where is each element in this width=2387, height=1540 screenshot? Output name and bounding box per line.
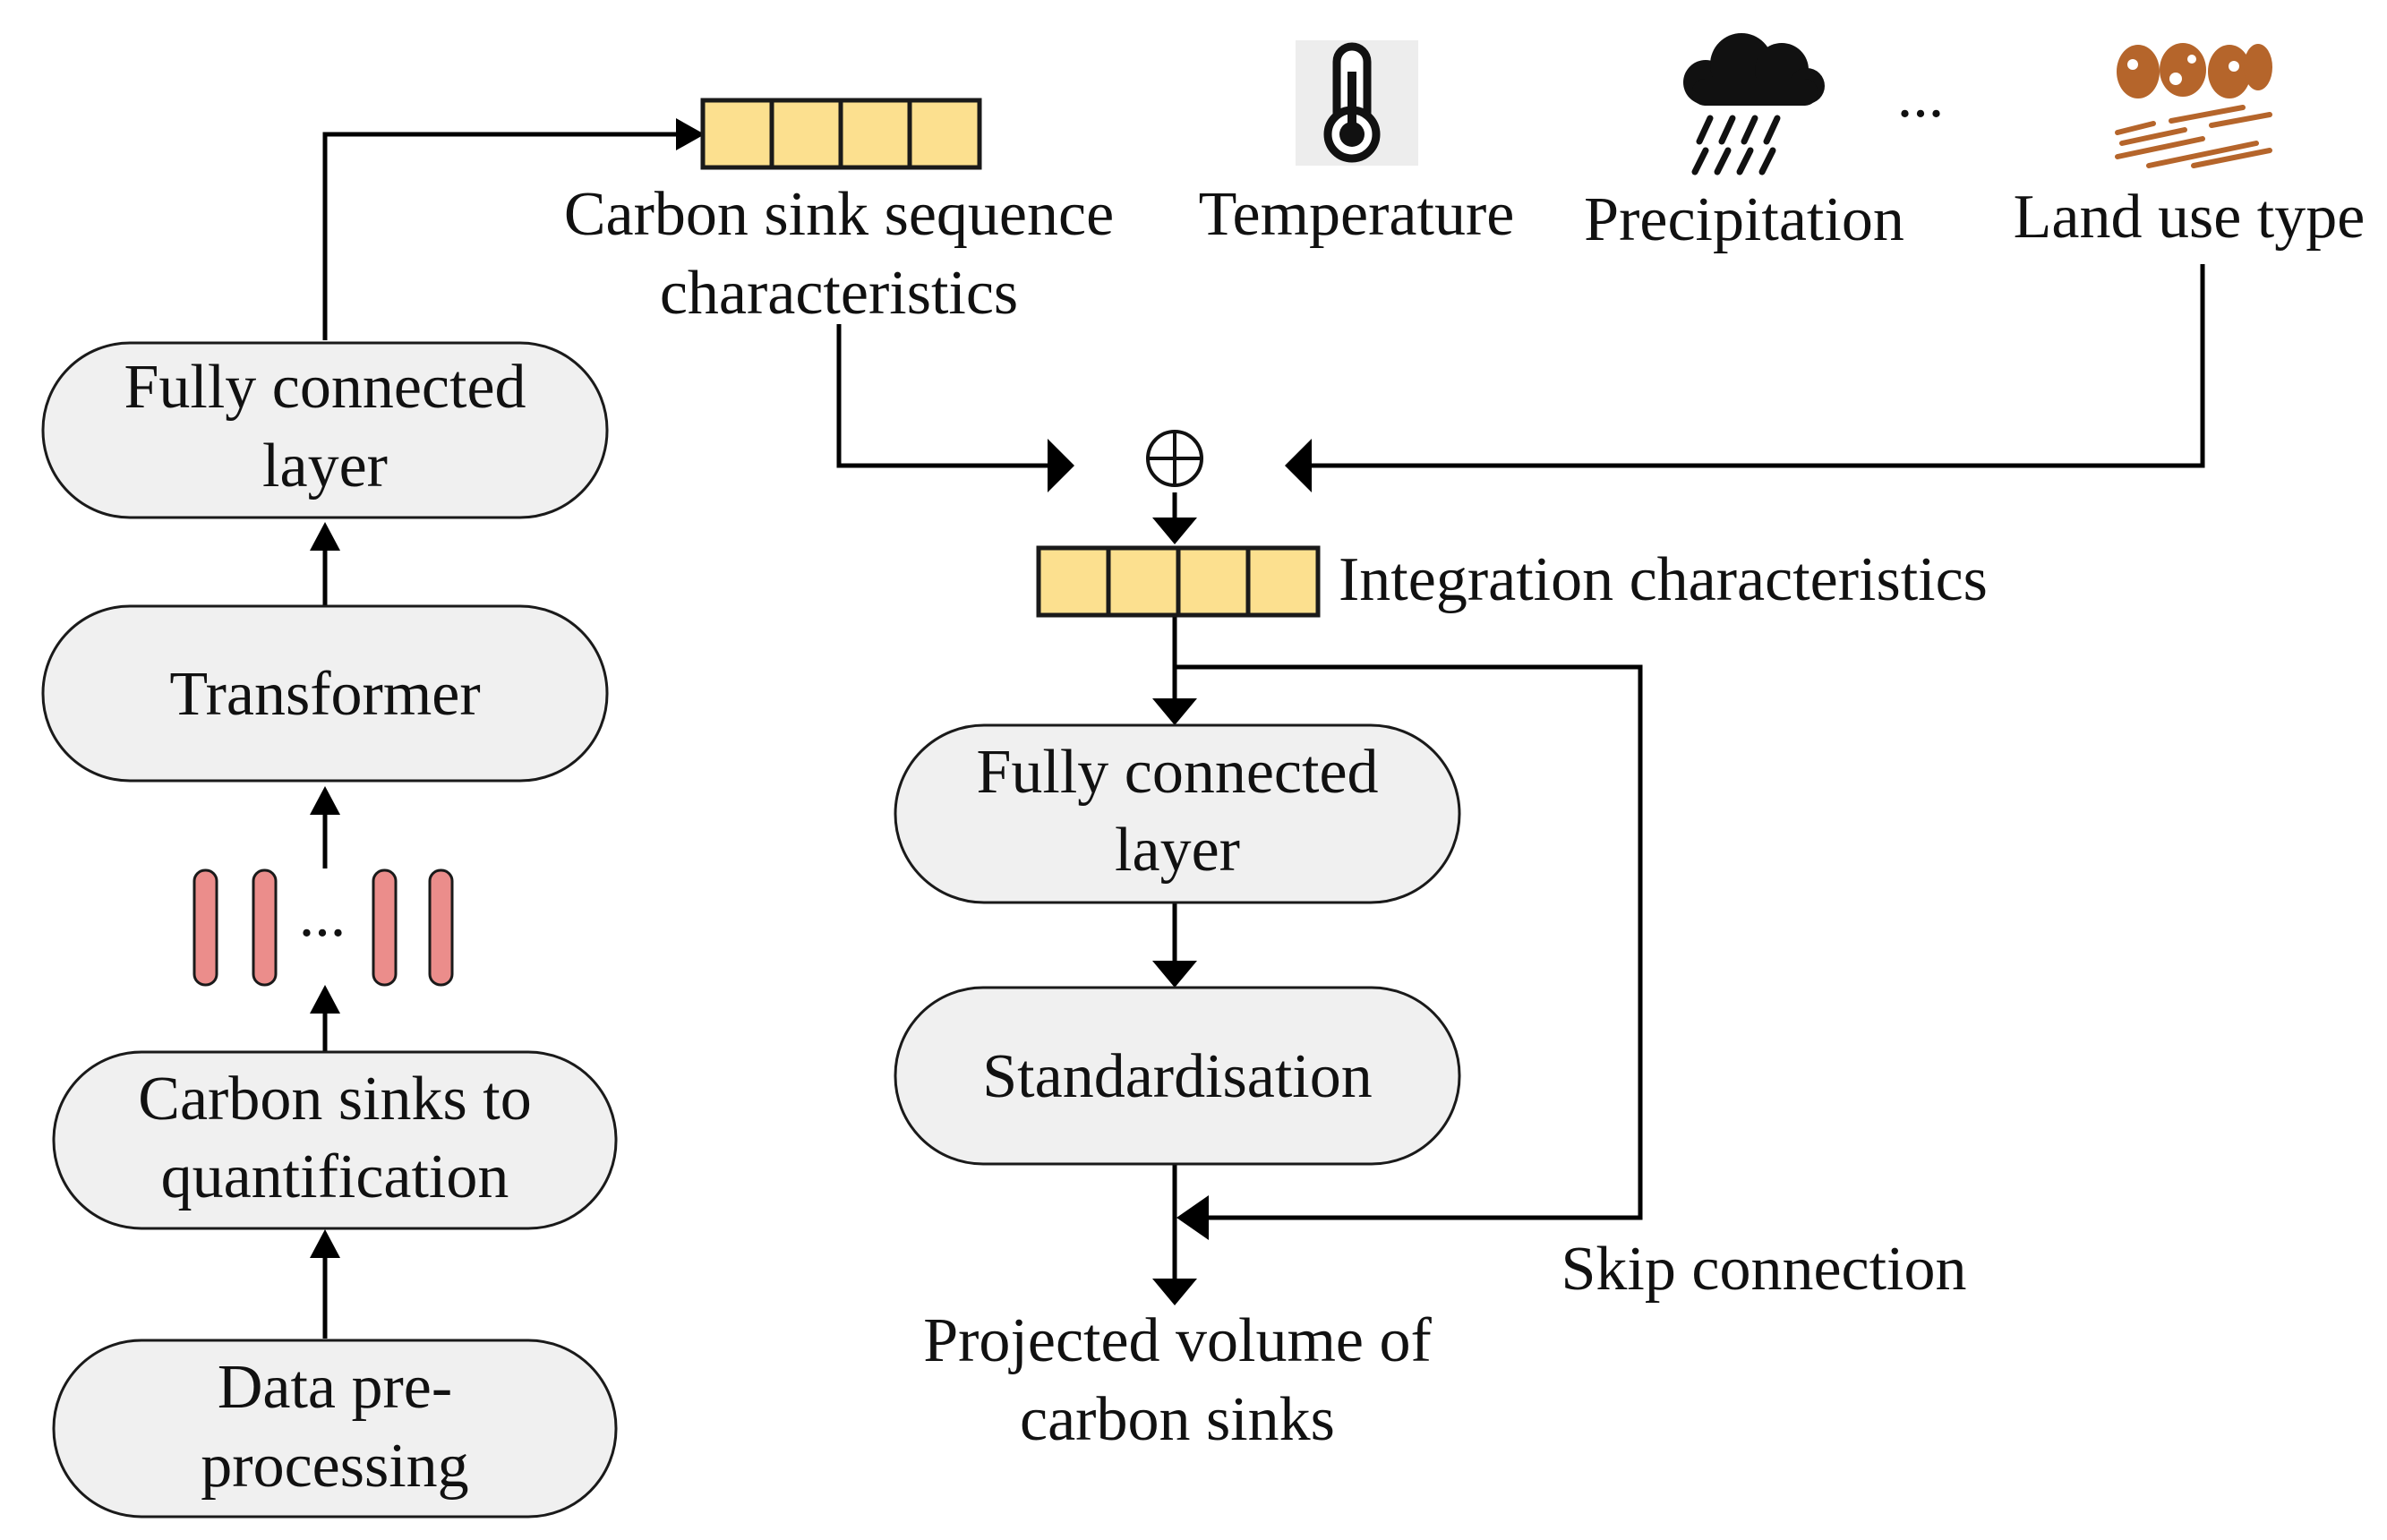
sequence-features-line2: characteristics — [660, 259, 1018, 328]
arrowhead-down-1 — [1152, 518, 1197, 544]
token-2 — [252, 868, 278, 987]
rain-cloud-icon-cloud — [1683, 33, 1825, 106]
node-quantification-shape — [52, 1050, 618, 1230]
token-1 — [192, 868, 218, 987]
preprocessing-line2: processing — [201, 1432, 468, 1501]
transformer-label: Transformer — [169, 660, 480, 729]
node-standardisation: Standardisation — [894, 986, 1461, 1166]
fc-right-line2: layer — [1115, 816, 1240, 885]
node-fc-layer-left-shape — [41, 341, 609, 519]
fc-left-line1: Fully connected — [124, 353, 526, 422]
arrowhead-up-1 — [310, 1229, 340, 1258]
integration-cell-4 — [1245, 545, 1321, 618]
arrowhead-down-3 — [1152, 961, 1197, 988]
output-line1: Projected volume of — [923, 1306, 1432, 1375]
integration-feature-vector — [1036, 545, 1321, 618]
preprocessing-line1: Data pre- — [218, 1353, 452, 1422]
thermometer-icon — [1296, 40, 1418, 166]
token-4 — [428, 868, 454, 987]
quantification-line2: quantification — [161, 1142, 509, 1211]
node-fc-layer-right-shape — [894, 723, 1461, 904]
node-fc-layer-right: Fully connected layer — [894, 723, 1461, 904]
integration-cell-3 — [1176, 545, 1251, 618]
rain-cloud-icon — [1683, 33, 1825, 175]
arrowhead-up-4 — [310, 522, 340, 551]
rain-cloud-icon-drops — [1691, 115, 1781, 175]
node-standardisation-shape — [894, 986, 1461, 1166]
precipitation-label: Precipitation — [1584, 185, 1904, 254]
edge-sequence-to-concat — [836, 324, 1048, 468]
sequence-feature-vector — [700, 98, 982, 170]
concat-operator — [1146, 430, 1203, 487]
land-use-label: Land use type — [2014, 183, 2366, 252]
more-features-ellipsis: ... — [1897, 62, 1945, 131]
standardisation-label: Standardisation — [982, 1042, 1372, 1111]
land-use-texture-icon — [2115, 43, 2272, 168]
arrowhead-left-skip — [1176, 1195, 1209, 1240]
node-preprocessing-shape — [52, 1339, 618, 1519]
token-ellipsis: ... — [299, 881, 346, 950]
integration-label: Integration characteristics — [1339, 545, 1988, 614]
arrowhead-right-2 — [1048, 439, 1074, 492]
arrowhead-down-4 — [1152, 1279, 1197, 1305]
thermometer-icon-column — [1348, 72, 1356, 133]
arrowhead-down-2 — [1152, 698, 1197, 725]
sequence-cell-4 — [907, 98, 982, 170]
node-transformer: Transformer — [41, 604, 609, 783]
integration-cell-1 — [1036, 545, 1111, 618]
sequence-cell-2 — [769, 98, 843, 170]
node-quantification: Carbon sinks to quantification — [52, 1050, 618, 1230]
edges — [310, 118, 2205, 1339]
arrowhead-up-2 — [310, 985, 340, 1014]
quantification-line1: Carbon sinks to — [138, 1065, 531, 1134]
sequence-cell-3 — [838, 98, 912, 170]
edge-fc-to-sequence — [322, 132, 676, 340]
node-transformer-shape — [41, 604, 609, 783]
node-preprocessing: Data pre- processing — [52, 1339, 618, 1519]
output-line2: carbon sinks — [1020, 1385, 1335, 1454]
land-use-texture-icon-rows — [2115, 105, 2272, 168]
skip-connection-label: Skip connection — [1561, 1235, 1967, 1304]
sequence-features-line1: Carbon sink sequence — [564, 180, 1114, 249]
fc-right-line1: Fully connected — [976, 738, 1378, 807]
thermometer-icon-fill — [1339, 122, 1365, 147]
token-sequence: ... — [192, 868, 454, 987]
fc-left-line2: layer — [262, 432, 388, 500]
edge-landuse-to-concat — [1312, 264, 2205, 468]
arrowhead-left-1 — [1285, 439, 1312, 492]
node-fc-layer-left: Fully connected layer — [41, 341, 609, 519]
integration-cell-2 — [1106, 545, 1181, 618]
land-use-texture-icon-holes — [2127, 55, 2239, 85]
token-3 — [372, 868, 398, 987]
land-use-texture-icon-patches — [2117, 43, 2272, 98]
arrowhead-right-1 — [676, 118, 705, 150]
temperature-label: Temperature — [1199, 180, 1515, 249]
edge-skip-connection — [1175, 664, 1643, 1220]
sequence-cell-1 — [700, 98, 774, 170]
arrowhead-up-3 — [310, 786, 340, 815]
